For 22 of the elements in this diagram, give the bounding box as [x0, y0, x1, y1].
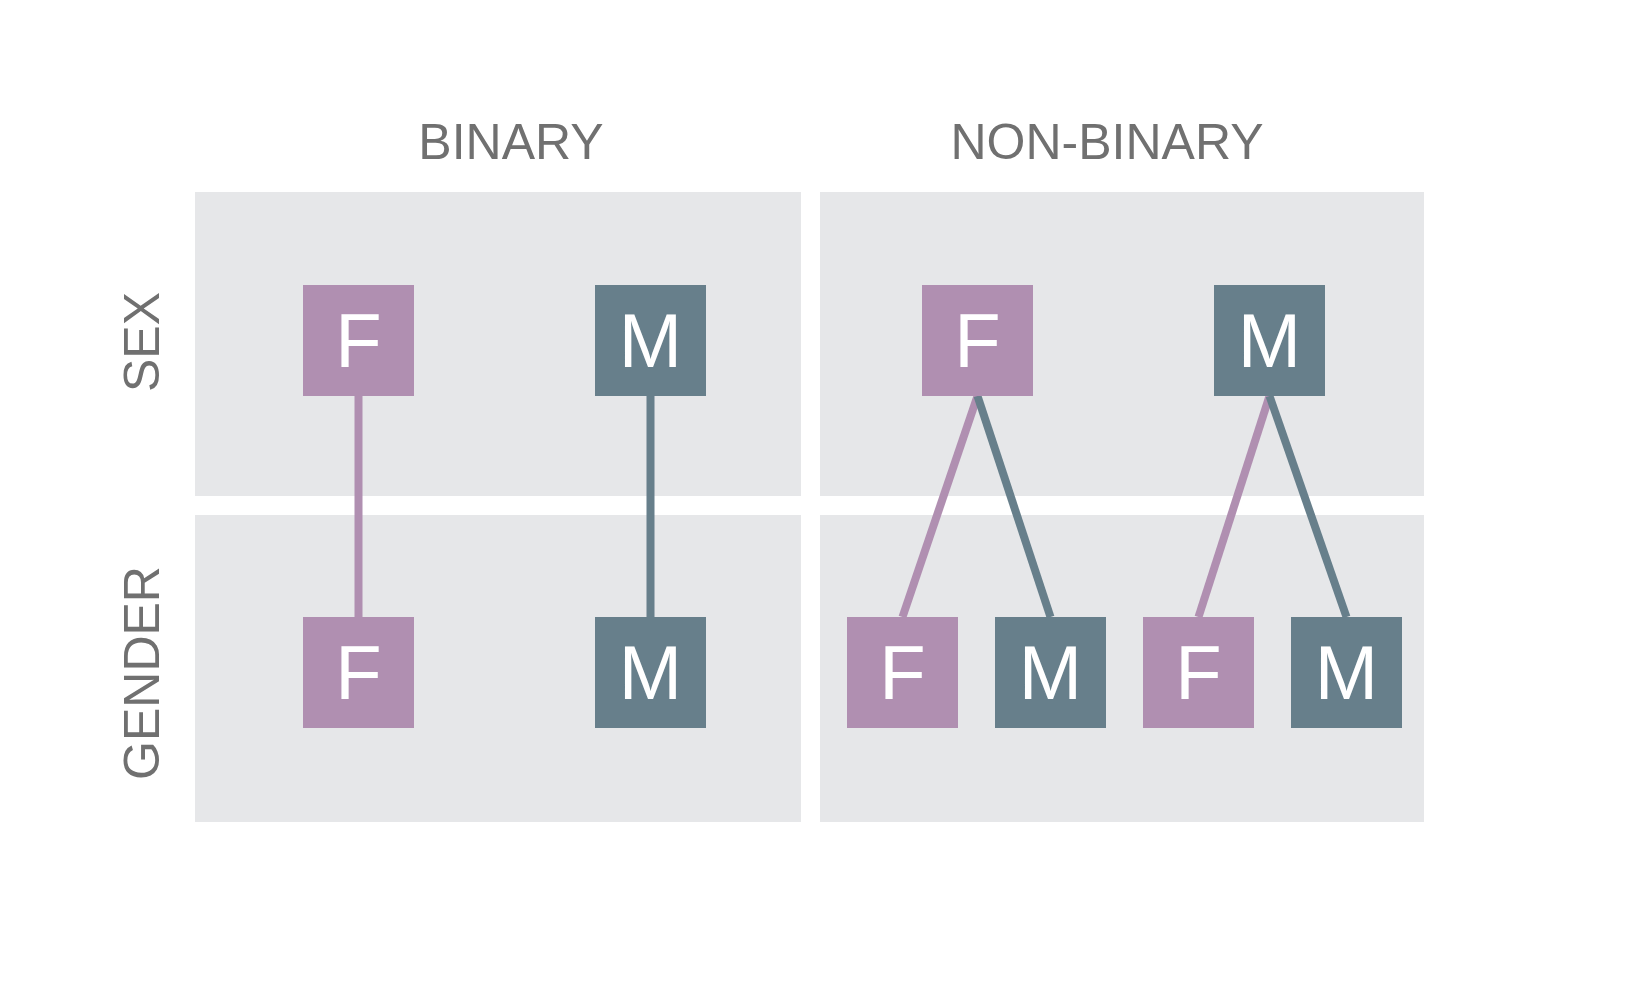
letter-square: M [995, 617, 1106, 728]
panel-background [195, 515, 801, 822]
connector-line [646, 396, 655, 617]
letter-square: F [303, 285, 414, 396]
row-heading: SEX [113, 291, 171, 393]
letter-square: F [847, 617, 958, 728]
column-heading: NON-BINARY [950, 113, 1264, 171]
letter-square: F [303, 617, 414, 728]
panel-background [820, 192, 1424, 496]
connector-line [354, 396, 363, 617]
panel-background [195, 192, 801, 496]
letter-square: M [595, 285, 706, 396]
letter-square: M [595, 617, 706, 728]
letter-square: M [1214, 285, 1325, 396]
row-heading: GENDER [113, 566, 171, 780]
panel-background [820, 515, 1424, 822]
connector-line [1265, 394, 1351, 619]
column-heading: BINARY [418, 113, 604, 171]
letter-square: F [1143, 617, 1254, 728]
connector-line [973, 394, 1055, 619]
letter-square: F [922, 285, 1033, 396]
letter-square: M [1291, 617, 1402, 728]
